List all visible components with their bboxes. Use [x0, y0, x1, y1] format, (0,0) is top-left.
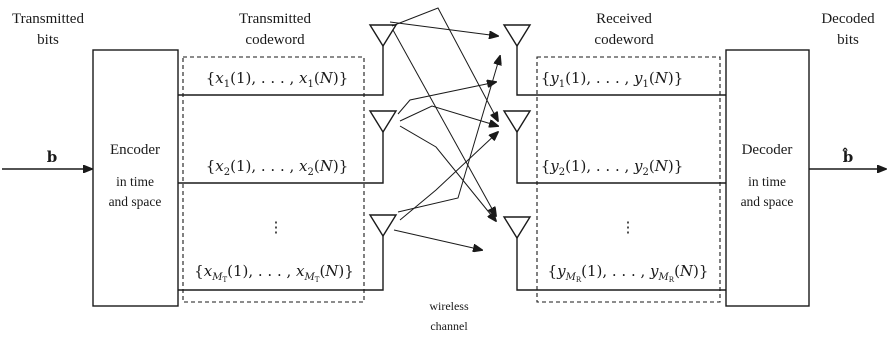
rx-stream-line-2 [516, 132, 726, 184]
label-transmitted-codeword-line1: Transmitted [239, 11, 311, 27]
tx-stream-2: {x2(1), . . . , x2(N)} [206, 157, 349, 178]
rx-stream-ellipsis: ⋮ [621, 218, 636, 236]
label-received-codeword-line1: Received [596, 11, 652, 27]
label-received-codeword-line2: codeword [594, 32, 654, 48]
decoder-block [725, 49, 810, 307]
rx-stream-line-3 [516, 238, 726, 291]
tx-stream-line-3 [178, 236, 384, 291]
encoder-block [92, 49, 179, 307]
label-decoded-bits-line1: Decoded [821, 11, 875, 27]
rx-stream-2: {y2(1), . . . , y2(N)} [541, 157, 684, 178]
tx-antenna-3 [368, 214, 398, 238]
decoder-subtitle-line2: and space [741, 194, 794, 209]
channel-path-3-2 [399, 132, 498, 221]
channel-path-1-1 [389, 21, 498, 36]
rx-antenna-2 [502, 110, 532, 134]
rx-stream-line-1 [516, 46, 726, 96]
wireless-channel-label-line1: wireless [429, 299, 469, 313]
received-codeword-box [536, 56, 721, 303]
label-transmitted-bits-line1: Transmitted [12, 11, 84, 27]
input-symbol-b: b [47, 148, 58, 166]
encoder-subtitle-line2: and space [109, 194, 162, 209]
tx-stream-ellipsis: ⋮ [269, 218, 284, 236]
encoder-subtitle-line1: in time [116, 174, 154, 189]
decoder-title: Decoder [742, 142, 793, 158]
tx-stream-mt: {xMT(1), . . . , xMT(N)} [194, 262, 354, 284]
tx-stream-1: {x1(1), . . . , x1(N)} [206, 69, 349, 90]
channel-path-3-3 [393, 229, 482, 250]
tx-stream-line-2 [178, 132, 384, 184]
encoder-title: Encoder [110, 142, 160, 158]
output-symbol-b-hat: b̂ [842, 147, 853, 166]
tx-stream-line-1 [178, 46, 384, 96]
label-transmitted-codeword-line2: codeword [245, 32, 305, 48]
tx-antenna-1 [368, 24, 398, 48]
wireless-channel-paths [389, 7, 500, 250]
channel-path-1-3 [392, 29, 496, 216]
tx-antenna-2 [368, 110, 398, 134]
channel-path-2-3 [399, 125, 496, 221]
channel-path-1-2 [391, 7, 498, 121]
decoder-subtitle-line1: in time [748, 174, 786, 189]
rx-stream-1: {y1(1), . . . , y1(N)} [541, 69, 684, 90]
transmitted-codeword-box [182, 56, 365, 303]
wireless-channel-label-line2: channel [430, 319, 468, 333]
label-transmitted-bits-line2: bits [37, 32, 59, 48]
rx-antenna-1 [502, 24, 532, 48]
channel-path-2-2 [399, 105, 498, 126]
channel-path-3-1 [397, 56, 500, 213]
label-decoded-bits-line2: bits [837, 32, 859, 48]
channel-path-2-1 [397, 82, 496, 115]
rx-stream-mr: {yMR(1), . . . , yMR(N)} [548, 262, 709, 284]
rx-antenna-3 [502, 216, 532, 240]
